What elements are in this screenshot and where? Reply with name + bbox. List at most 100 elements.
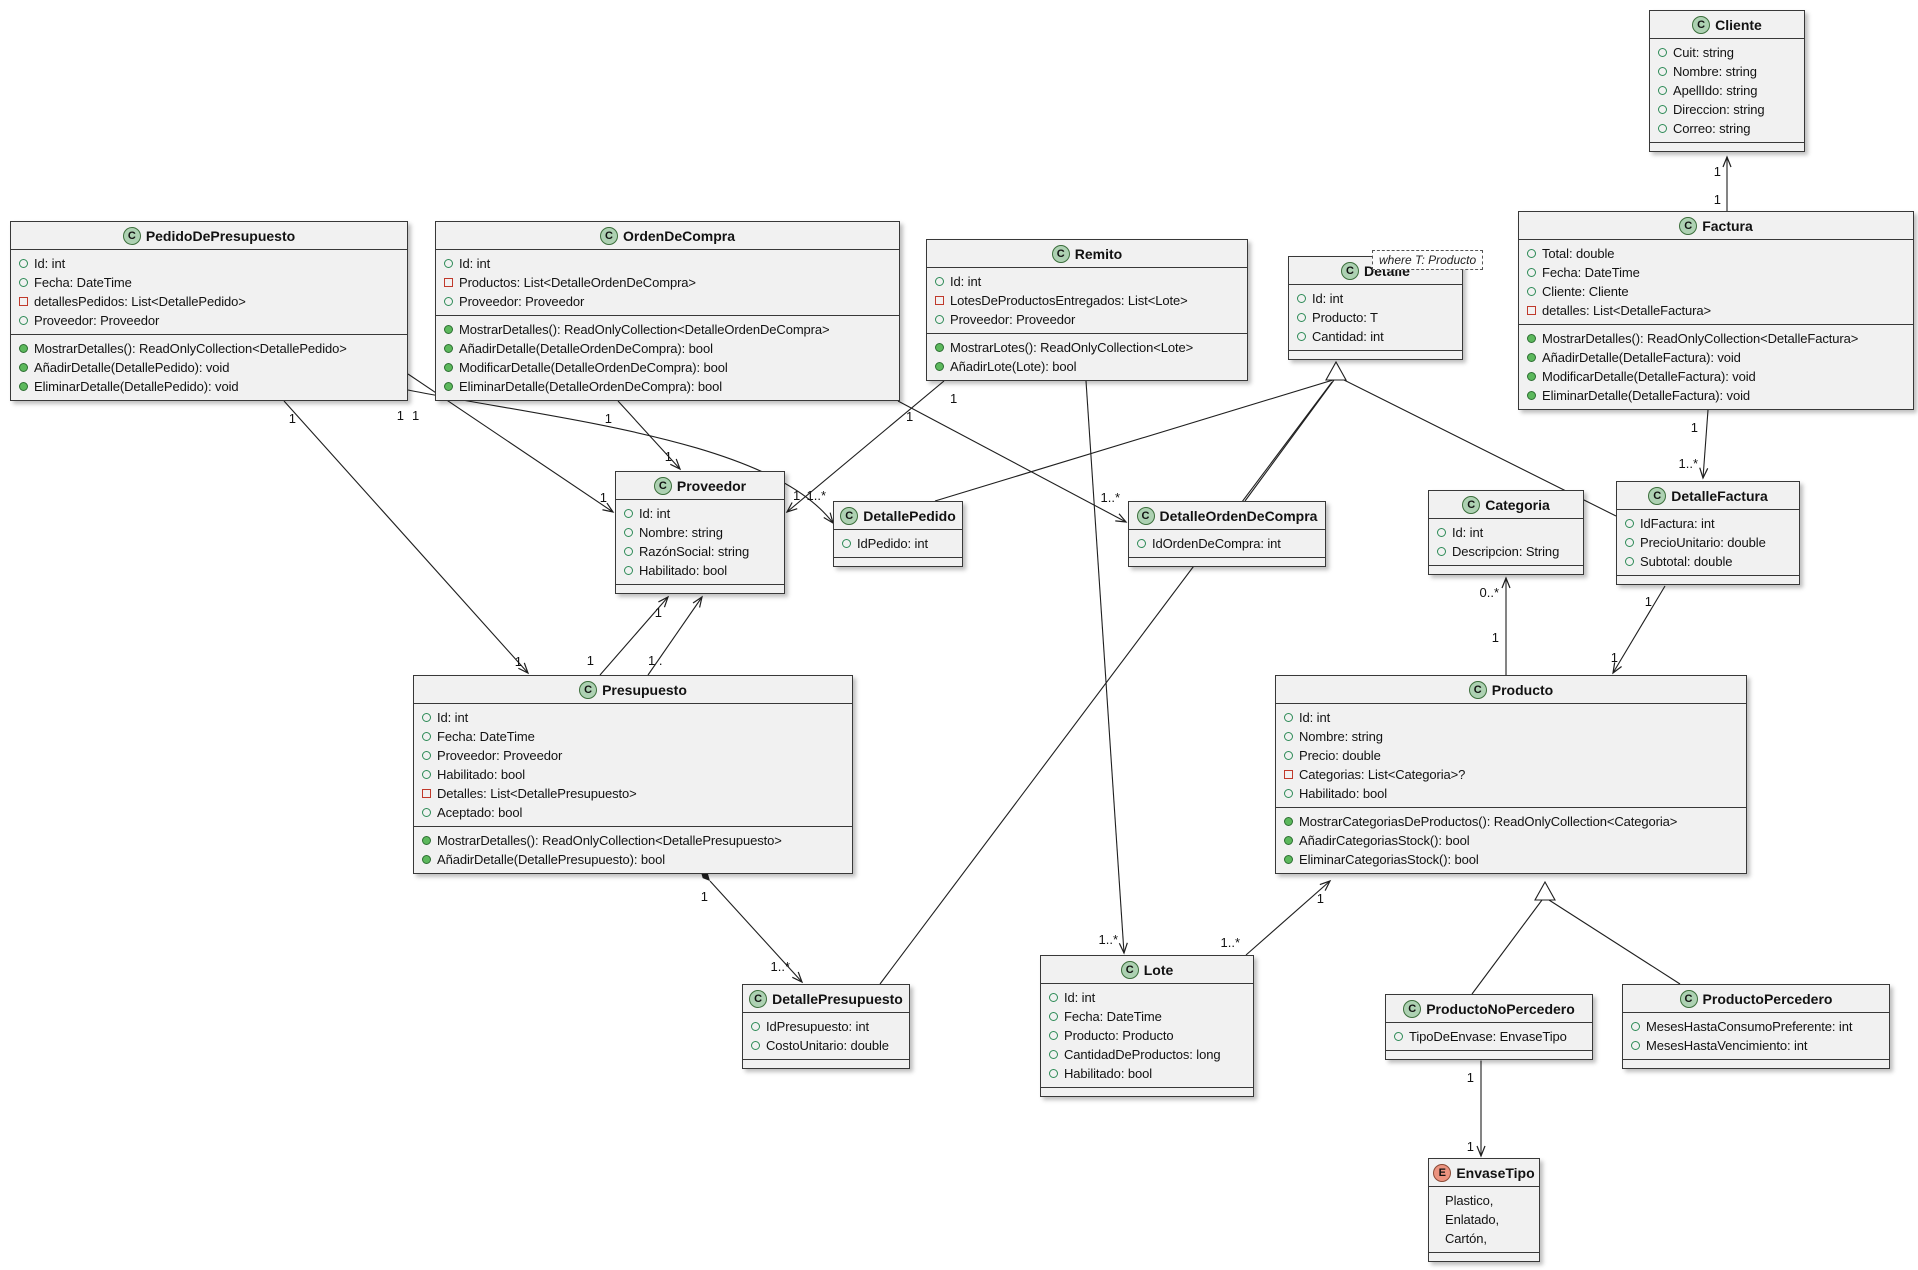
member-visibility-icon [19,382,28,391]
class-member: ModificarDetalle(DetalleFactura): void [1519,367,1913,386]
member-visibility-icon [1284,751,1293,760]
member-text: Subtotal: double [1640,554,1733,569]
class-box-detallefactura: C DetalleFactura IdFactura: int PrecioUn… [1616,481,1800,585]
member-text: Fecha: DateTime [1542,265,1640,280]
class-member: EliminarDetalle(DetalleOrdenDeCompra): b… [436,377,899,396]
class-member: Precio: double [1276,746,1746,765]
member-visibility-icon [444,382,453,391]
member-visibility-icon [1527,287,1536,296]
enum-spot-icon: E [1433,1163,1452,1182]
class-spot-icon: C [1648,486,1667,505]
edge-presupuesto-to-detallepresupuesto [700,870,804,984]
attributes-section: Id: int Fecha: DateTime detallesPedidos:… [11,250,407,334]
member-text: Producto: T [1312,310,1378,325]
member-visibility-icon [1658,105,1667,114]
member-visibility-icon [1284,789,1293,798]
multiplicity-label: 1 [1467,1070,1474,1085]
methods-section [1650,142,1804,151]
class-spot-icon: C [1468,680,1487,699]
class-member: Id: int [1429,523,1583,542]
class-box-presupuesto: C Presupuesto Id: int Fecha: DateTime Pr… [413,675,853,874]
member-visibility-icon [19,297,28,306]
class-member: Categorias: List<Categoria>? [1276,765,1746,784]
multiplicity-label: 1 [605,411,612,426]
class-member: Producto: Producto [1041,1026,1253,1045]
edge-productopercedero-to-producto [1548,899,1681,985]
methods-section: MostrarDetalles(): ReadOnlyCollection<De… [414,826,852,873]
member-visibility-icon [1631,1022,1640,1031]
class-member: Cartón, [1429,1229,1539,1248]
member-text: ModificarDetalle(DetalleOrdenDeCompra): … [459,360,728,375]
class-box-lote: C Lote Id: int Fecha: DateTime Producto:… [1040,955,1254,1097]
member-text: MostrarCategoriasDeProductos(): ReadOnly… [1299,814,1678,829]
class-name: Producto [1491,681,1554,698]
member-text: Cuit: string [1673,45,1734,60]
member-visibility-icon [1284,817,1293,826]
multiplicity-label: 1 [655,605,662,620]
member-visibility-icon [1437,528,1446,537]
member-text: MostrarDetalles(): ReadOnlyCollection<De… [459,322,830,337]
member-text: RazónSocial: string [639,544,750,559]
class-member: Habilitado: bool [616,561,784,580]
methods-section: MostrarDetalles(): ReadOnlyCollection<De… [436,315,899,400]
member-visibility-icon [1284,836,1293,845]
member-text: MesesHastaConsumoPreferente: int [1646,1019,1853,1034]
member-text: Nombre: string [639,525,723,540]
attributes-section: Total: double Fecha: DateTime Cliente: C… [1519,240,1913,324]
member-text: Categorias: List<Categoria>? [1299,767,1466,782]
class-name: ProductoPercedero [1702,990,1833,1007]
methods-section [1429,565,1583,574]
class-member: CantidadDeProductos: long [1041,1045,1253,1064]
class-member: EliminarCategoriasStock(): bool [1276,850,1746,869]
class-member: Cliente: Cliente [1519,282,1913,301]
class-name: Categoria [1485,496,1550,513]
multiplicity-label: 1 [587,653,594,668]
class-member: Habilitado: bool [1041,1064,1253,1083]
class-member: Fecha: DateTime [11,273,407,292]
member-text: AñadirDetalle(DetalleOrdenDeCompra): boo… [459,341,713,356]
class-member: MostrarDetalles(): ReadOnlyCollection<De… [436,320,899,339]
class-box-envasetipo: E EnvaseTipo Plastico, Enlatado, Cartón, [1428,1158,1540,1262]
member-visibility-icon [1137,539,1146,548]
class-member: AñadirDetalle(DetallePedido): void [11,358,407,377]
attributes-section: Cuit: string Nombre: string ApellIdo: st… [1650,39,1804,142]
multiplicity-label: 1 [1714,164,1721,179]
attributes-section: Id: int Nombre: string RazónSocial: stri… [616,500,784,584]
member-visibility-icon [1625,538,1634,547]
multiplicity-label: 1 [1611,650,1618,665]
class-header: C Cliente [1650,11,1804,39]
class-name: OrdenDeCompra [622,227,736,244]
class-box-factura: C Factura Total: double Fecha: DateTime … [1518,211,1914,410]
class-member: TipoDeEnvase: EnvaseTipo [1386,1027,1592,1046]
class-header: C PedidoDePresupuesto [11,222,407,250]
class-member: AñadirDetalle(DetallePresupuesto): bool [414,850,852,869]
member-text: TipoDeEnvase: EnvaseTipo [1409,1029,1567,1044]
edge-detalleordendecompra-to-detalle [1244,379,1335,502]
member-text: Proveedor: Proveedor [950,312,1076,327]
class-header: C DetallePresupuesto [743,985,909,1013]
member-text: AñadirDetalle(DetalleFactura): void [1542,350,1741,365]
class-member: Proveedor: Proveedor [927,310,1247,329]
member-text: AñadirDetalle(DetallePedido): void [34,360,230,375]
member-text: Productos: List<DetalleOrdenDeCompra> [459,275,696,290]
member-text: MostrarDetalles(): ReadOnlyCollection<De… [34,341,347,356]
class-spot-icon: C [749,989,768,1008]
member-text: Descripcion: String [1452,544,1560,559]
member-text: Cartón, [1445,1231,1487,1246]
class-box-remito: C Remito Id: int LotesDeProductosEntrega… [926,239,1248,381]
class-spot-icon: C [1403,999,1422,1018]
member-visibility-icon [624,509,633,518]
attributes-section: Id: int Nombre: string Precio: double Ca… [1276,704,1746,807]
class-member: Total: double [1519,244,1913,263]
class-box-detallepedido: C DetallePedido IdPedido: int [833,501,963,567]
class-member: Fecha: DateTime [1519,263,1913,282]
class-member: RazónSocial: string [616,542,784,561]
multiplicity-label: 1 [515,654,522,669]
member-visibility-icon [19,363,28,372]
member-visibility-icon [935,296,944,305]
member-visibility-icon [444,325,453,334]
class-member: Proveedor: Proveedor [436,292,899,311]
class-spot-icon: C [599,226,618,245]
member-visibility-icon [422,836,431,845]
